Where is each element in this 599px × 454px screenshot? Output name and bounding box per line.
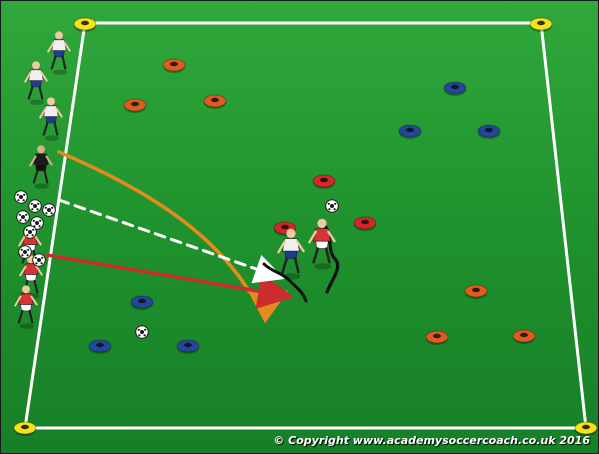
blue-cone-icon (478, 125, 500, 139)
blue-cone-icon (177, 340, 199, 354)
orange-cone-icon (465, 285, 487, 299)
copyright-text: © Copyright www.academysoccercoach.co.uk… (273, 434, 590, 447)
soccer-ball-icon (19, 246, 32, 259)
soccer-ball-icon (326, 200, 339, 213)
blue-cone-icon (131, 296, 153, 310)
blue-cone-icon (444, 82, 466, 96)
soccer-ball-icon (43, 204, 56, 217)
red-cone-icon (313, 175, 335, 189)
orange-cone-icon (513, 330, 535, 344)
soccer-ball-icon (17, 211, 30, 224)
orange-cone-icon (163, 59, 185, 73)
soccer-ball-icon (24, 226, 37, 239)
corner-cone-icon (74, 18, 96, 32)
corner-cone-icon (14, 422, 36, 436)
orange-cone-icon (204, 95, 226, 109)
soccer-ball-icon (136, 326, 149, 339)
red-cone-icon (354, 217, 376, 231)
orange-cone-icon (426, 331, 448, 345)
orange-cone-icon (124, 99, 146, 113)
blue-cone-icon (89, 340, 111, 354)
soccer-ball-icon (33, 254, 46, 267)
blue-cone-icon (399, 125, 421, 139)
soccer-ball-icon (29, 200, 42, 213)
corner-cone-icon (530, 18, 552, 32)
soccer-ball-icon (15, 191, 28, 204)
